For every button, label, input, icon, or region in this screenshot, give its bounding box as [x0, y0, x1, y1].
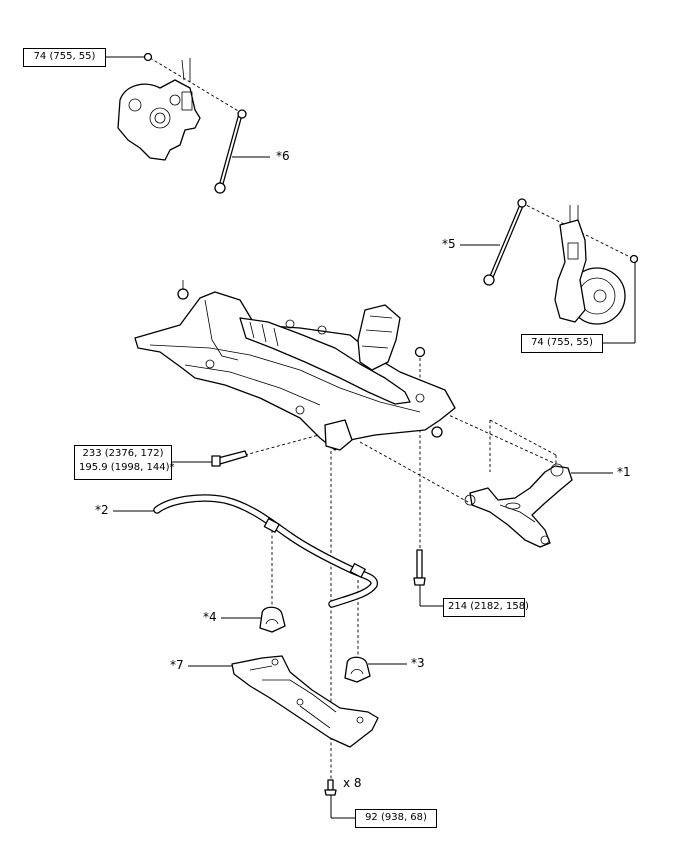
front-stabilizer-bar	[153, 494, 378, 608]
stabilizer-link-left	[214, 109, 247, 194]
stabilizer-bushing-right	[344, 656, 371, 683]
crossmember-bolt-left	[211, 450, 248, 467]
stabilizer-bushing-left	[259, 606, 286, 633]
callout-5: *5	[442, 237, 456, 251]
front-lower-arm	[464, 463, 573, 548]
brace-bolt	[324, 779, 337, 796]
right-steering-knuckle	[554, 205, 639, 325]
callout-7: *7	[170, 658, 184, 672]
torque-spec-crossmember-bolt: 233 (2376, 172) 195.9 (1998, 144)*	[74, 445, 175, 480]
callout-1: *1	[617, 465, 631, 479]
callout-2: *2	[95, 503, 109, 517]
front-suspension-brace	[231, 655, 379, 748]
stabilizer-link-right	[483, 198, 527, 286]
crossmember-bolt-center	[413, 549, 426, 586]
torque-spec-center-bolt: 214 (2182, 158)	[443, 598, 529, 617]
leader-lines	[106, 56, 636, 819]
left-steering-knuckle	[117, 52, 201, 161]
bolt-quantity-label: x 8	[343, 776, 362, 790]
torque-spec-line-2: 195.9 (1998, 144)*	[79, 462, 175, 473]
torque-spec-line-1: 233 (2376, 172)	[82, 448, 164, 459]
callout-4: *4	[203, 610, 217, 624]
front-suspension-crossmember	[134, 280, 456, 451]
torque-spec-brace-bolt: 92 (938, 68)	[355, 809, 437, 828]
torque-spec-knuckle-right: 74 (755, 55)	[521, 334, 603, 353]
callout-3: *3	[411, 656, 425, 670]
callout-6: *6	[276, 149, 290, 163]
torque-spec-knuckle-left: 74 (755, 55)	[23, 48, 106, 67]
